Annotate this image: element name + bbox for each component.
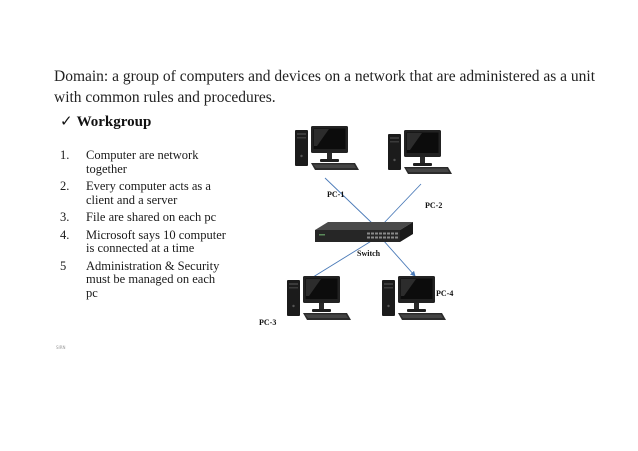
link-pc2-switch [382, 183, 422, 225]
list-item-text: Administration & Security must be manage… [86, 258, 250, 301]
list-item-line: Computer are network [86, 148, 199, 162]
link-switch-pc4 [382, 239, 416, 277]
list-item-text: Every computer acts as a client and a se… [86, 179, 250, 207]
list-item-number: 4. [60, 227, 70, 242]
list-item-text: Computer are network together [86, 148, 250, 176]
network-diagram-graphic [287, 126, 452, 320]
pc4-icon [382, 276, 446, 320]
domain-definition: Domain: a group of computers and devices… [54, 68, 596, 106]
list-item-line: Administration & Security [86, 258, 220, 273]
list-item-text: Microsoft says 10 computer is connected … [86, 227, 250, 256]
list-item: 2. Every computer acts as a client and a… [60, 179, 250, 207]
pc2-icon [388, 130, 452, 174]
link-switch-pc3 [304, 239, 374, 283]
workgroup-heading: ✓Workgroup [60, 112, 151, 131]
pc2-label: PC-2 [425, 201, 443, 210]
list-item-line: pc [86, 285, 98, 300]
list-item: 3. File are shared on each pc [60, 210, 250, 225]
list-item-number: 1. [60, 148, 70, 162]
checkmark-icon: ✓ [60, 112, 73, 130]
list-item-line: client and a server [86, 192, 178, 207]
list-item: 4. Microsoft says 10 computer is connect… [60, 227, 250, 256]
footer-mark: SIRN [56, 345, 66, 350]
pc1-icon [295, 126, 359, 170]
list-item: 1. Computer are network together [60, 148, 250, 176]
switch-label: Switch [357, 249, 381, 258]
list-item-line: File are shared on each pc [86, 210, 217, 224]
workgroup-list: 1. Computer are network together 2. Ever… [60, 148, 250, 304]
link-pc1-switch [324, 177, 374, 225]
pc4-label: PC-4 [436, 289, 454, 298]
list-item-text: File are shared on each pc [86, 210, 250, 225]
list-item-number: 3. [60, 210, 70, 224]
network-diagram: PC-1 PC-2 Switch PC-3 PC-4 [255, 118, 495, 343]
pc1-label: PC-1 [327, 190, 345, 199]
list-item-line: Every computer acts as a [86, 179, 211, 193]
pc3-label: PC-3 [259, 318, 277, 327]
switch-icon [315, 222, 413, 242]
workgroup-title: Workgroup [76, 114, 152, 130]
list-item-line: together [86, 161, 127, 176]
pc3-icon [287, 276, 351, 320]
list-item: 5 Administration & Security must be mana… [60, 258, 250, 301]
list-item-line: is connected at a time [86, 241, 195, 255]
list-item-number: 5 [60, 258, 67, 273]
list-item-line: Microsoft says 10 computer [86, 227, 226, 242]
list-item-line: must be managed on each [86, 272, 216, 286]
list-item-number: 2. [60, 179, 70, 193]
